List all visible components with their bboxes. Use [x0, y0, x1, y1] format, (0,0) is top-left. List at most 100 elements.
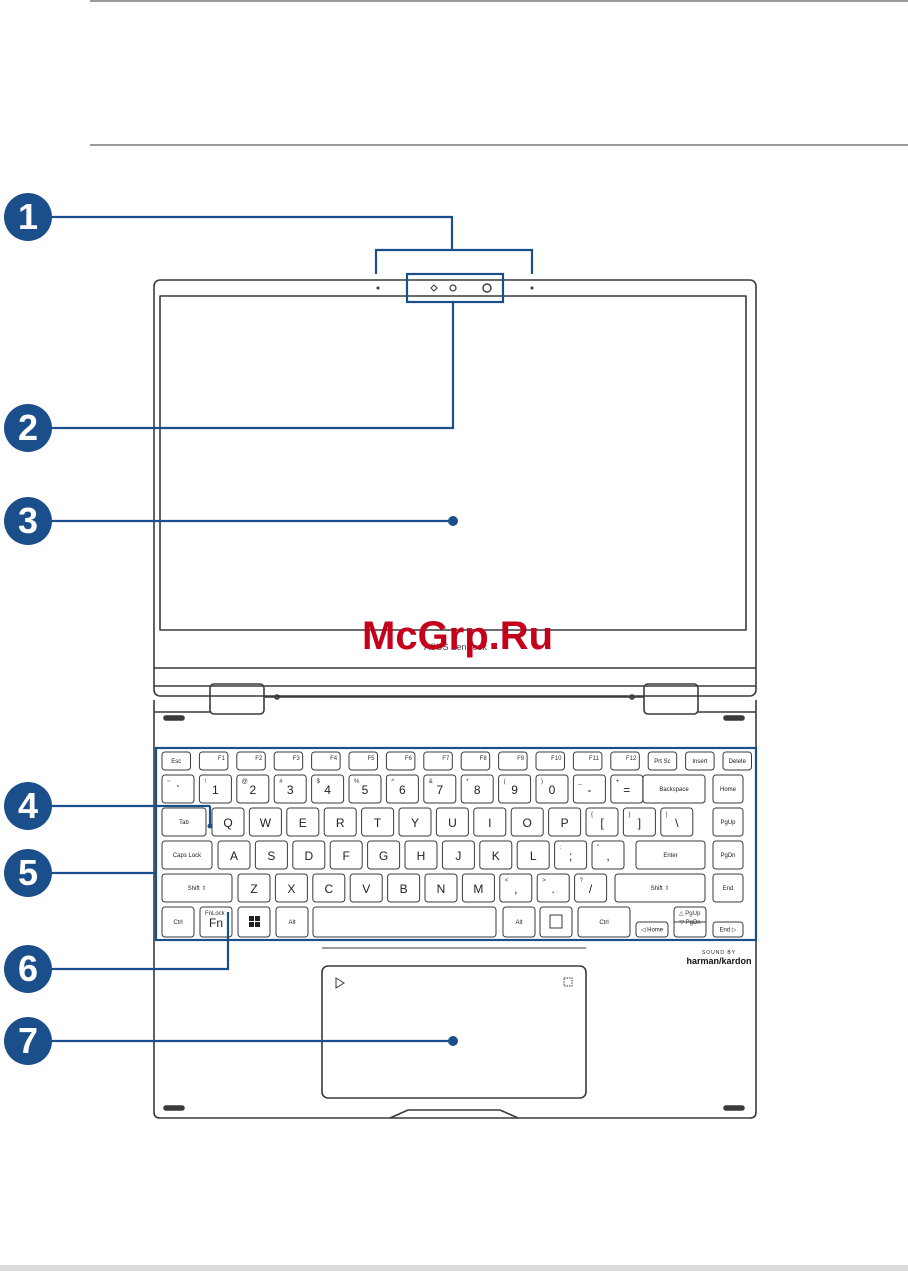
- key: F7: [423, 751, 453, 771]
- key: W: [248, 807, 282, 837]
- key: H: [404, 840, 438, 870]
- key-label: D: [304, 849, 313, 863]
- key: Backspace: [642, 774, 706, 804]
- key: |\: [660, 807, 694, 837]
- key: Esc: [161, 751, 191, 771]
- ir-sensor-icon: [430, 284, 438, 292]
- key-cap: [367, 840, 401, 870]
- key-cap: [398, 807, 432, 837]
- key: }]: [622, 807, 656, 837]
- key-sub-label: (: [504, 779, 506, 785]
- screen-point-dot: [448, 516, 458, 526]
- key-cap: [473, 807, 507, 837]
- callout-badge-4: 4: [4, 782, 52, 830]
- key-sub-label: F8: [480, 756, 488, 762]
- key-cap: [385, 774, 419, 804]
- key-label: V: [362, 882, 370, 896]
- laptop-logo: ASUS ZenBook: [424, 642, 488, 652]
- key: F4: [311, 751, 341, 771]
- key-cap: [535, 774, 569, 804]
- key: Shift ⇧: [161, 873, 233, 903]
- key-label: ▽ PgDn: [679, 920, 700, 926]
- key-cap: [387, 873, 421, 903]
- key-label: 7: [436, 783, 443, 797]
- key: I: [473, 807, 507, 837]
- key: (9: [498, 774, 532, 804]
- key-sub-label: ": [597, 845, 599, 851]
- key-label: Ctrl: [173, 920, 182, 926]
- key-sub-label: F5: [367, 756, 375, 762]
- camera-highlight-box: [405, 272, 505, 304]
- key-sub-label: F11: [589, 756, 600, 762]
- key-cap: [311, 774, 345, 804]
- key-label: 9: [511, 783, 518, 797]
- capslock-indicator-dot: [207, 823, 213, 829]
- key-sub-label: ^: [391, 779, 394, 785]
- key: F8: [460, 751, 491, 771]
- key-label: ,: [606, 849, 609, 863]
- key-label: Y: [411, 816, 419, 830]
- key-label: ◁ Home: [641, 928, 664, 934]
- key-label: Fn: [209, 916, 223, 930]
- key-cap: [614, 873, 706, 903]
- key-cap: [535, 751, 565, 771]
- key-cap: [198, 751, 229, 771]
- key-label: Ctrl: [599, 920, 608, 926]
- hinge-right: [643, 683, 699, 715]
- key: !1: [198, 774, 232, 804]
- key: O: [510, 807, 544, 837]
- key-label: \: [675, 816, 679, 830]
- key: B: [387, 873, 421, 903]
- key-label: -: [587, 783, 591, 797]
- key-sub-label: +: [616, 779, 620, 785]
- key-sub-label: $: [317, 779, 321, 785]
- key-cap: [610, 751, 640, 771]
- key-sub-label: #: [279, 779, 283, 785]
- key-label: N: [437, 882, 446, 896]
- hinge-left: [209, 683, 265, 715]
- key: ^6: [385, 774, 419, 804]
- key-label: Alt: [515, 920, 522, 926]
- key: $4: [311, 774, 345, 804]
- key-label: ,: [514, 882, 517, 896]
- key-cap: [161, 840, 213, 870]
- touchpad-numberpad-icon: [563, 977, 573, 987]
- key: Z: [237, 873, 271, 903]
- key-cap: [712, 873, 744, 903]
- key-cap: [572, 751, 603, 771]
- key-label: F: [343, 849, 350, 863]
- key-label: Caps Lock: [173, 853, 202, 859]
- key: ?/: [574, 873, 608, 903]
- key: T: [361, 807, 395, 837]
- key-cap: [312, 873, 346, 903]
- key-sub-label: ): [541, 779, 543, 785]
- key-cap: [635, 921, 669, 938]
- key: F: [329, 840, 363, 870]
- key-label: /: [589, 882, 593, 896]
- key: PgDn: [712, 840, 744, 870]
- key-label: `: [176, 783, 180, 797]
- key-sub-label: ?: [580, 878, 584, 884]
- key-cap: [574, 873, 608, 903]
- callout-badge-1: 1: [4, 193, 52, 241]
- key-sub-label: FnLock: [205, 911, 226, 917]
- key-label: P: [561, 816, 569, 830]
- key-label: E: [299, 816, 307, 830]
- key-cap: [211, 807, 245, 837]
- watermark: McGrp.Ru: [362, 614, 554, 658]
- touchpad-point-dot: [448, 1036, 458, 1046]
- key: )0: [535, 774, 569, 804]
- callout-badge-7: 7: [4, 1017, 52, 1065]
- key: #3: [273, 774, 307, 804]
- key-cap: [161, 751, 191, 771]
- speaker-brand-name: harman/kardon: [686, 956, 752, 966]
- touchpad-cursor-icon: [335, 977, 345, 989]
- key: <,: [499, 873, 533, 903]
- key-cap: [647, 751, 678, 771]
- key: N: [424, 873, 458, 903]
- key-label: ;: [569, 849, 572, 863]
- key-cap: [712, 921, 744, 938]
- key-label: Enter: [663, 853, 677, 859]
- key: C: [312, 873, 346, 903]
- key-sub-label: !: [204, 779, 206, 785]
